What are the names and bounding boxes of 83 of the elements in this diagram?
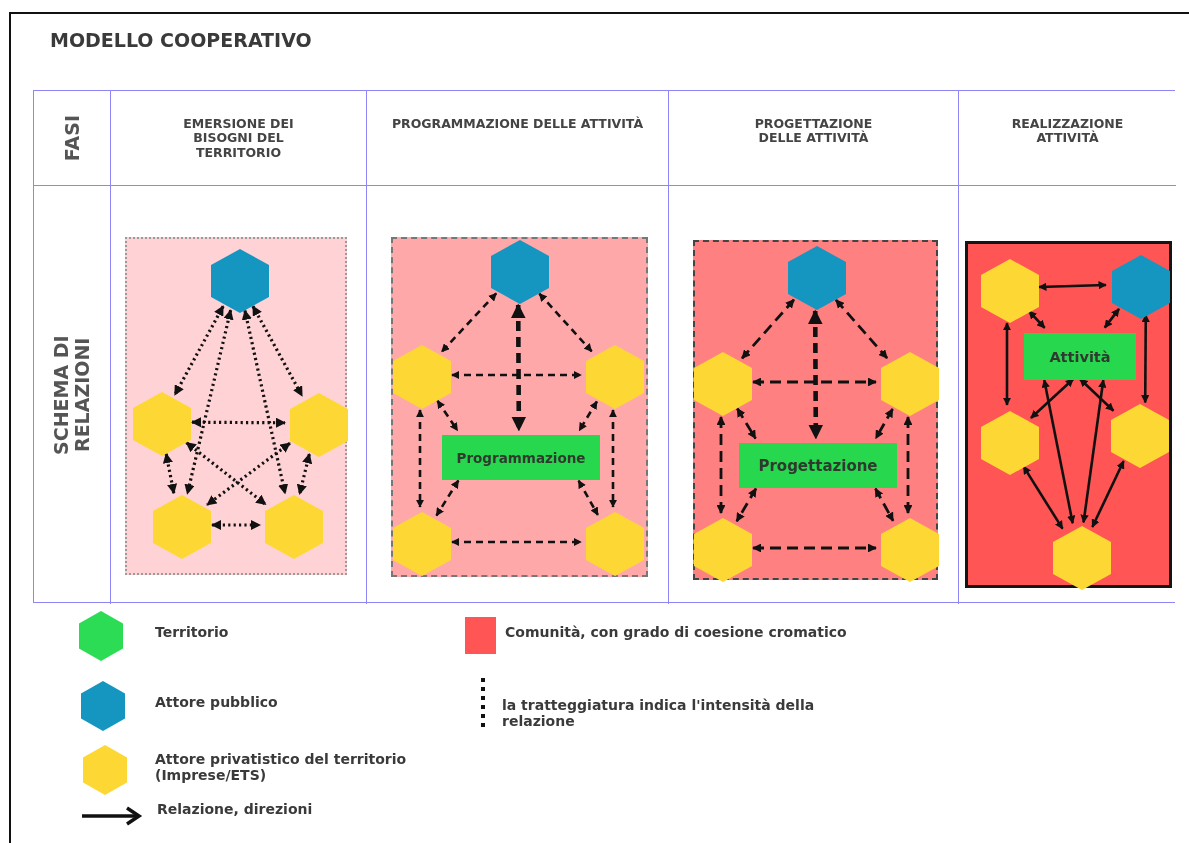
double-arrow bbox=[510, 303, 527, 432]
diagram-title: MODELLO COOPERATIVO bbox=[50, 29, 312, 51]
double-arrow bbox=[1079, 378, 1115, 412]
double-arrow bbox=[741, 298, 795, 360]
double-arrow bbox=[415, 409, 425, 508]
double-arrow bbox=[736, 407, 757, 440]
hexagon-node bbox=[694, 352, 752, 416]
double-arrow bbox=[1080, 379, 1107, 524]
hexagon-node bbox=[1112, 255, 1170, 319]
double-arrow bbox=[608, 409, 618, 508]
hexagon-node bbox=[981, 411, 1039, 475]
double-arrow bbox=[874, 408, 894, 440]
double-arrow bbox=[184, 309, 234, 495]
hexagon-node bbox=[153, 495, 211, 559]
double-arrow bbox=[1091, 460, 1125, 528]
double-arrow bbox=[752, 543, 877, 553]
hexagon-node bbox=[491, 240, 549, 304]
double-arrow bbox=[807, 309, 824, 440]
double-arrow bbox=[752, 377, 877, 387]
hexagon-node bbox=[694, 518, 752, 582]
legend-text: Comunità, con grado di coesione cromatico bbox=[505, 624, 848, 641]
double-arrow bbox=[241, 309, 289, 495]
hexagon-node bbox=[290, 393, 348, 457]
double-arrow bbox=[211, 519, 261, 531]
double-arrow bbox=[1030, 378, 1075, 419]
hexagon-node bbox=[881, 352, 939, 416]
double-arrow bbox=[162, 452, 178, 495]
community-panel bbox=[965, 241, 1172, 588]
hexagon-node bbox=[393, 345, 451, 409]
hexagon-node bbox=[586, 345, 644, 409]
column-header: REALIZZAZIONE ATTIVITÀ bbox=[1010, 117, 1125, 146]
double-arrow bbox=[1041, 379, 1076, 525]
double-arrow bbox=[577, 479, 599, 516]
double-arrow bbox=[451, 370, 582, 380]
phase-box: Programmazione bbox=[442, 435, 600, 480]
double-arrow bbox=[538, 292, 593, 353]
double-arrow bbox=[578, 400, 598, 432]
double-arrow bbox=[1002, 322, 1012, 406]
phase-box: Progettazione bbox=[739, 443, 897, 488]
legend-text: Attore pubblico bbox=[155, 694, 279, 711]
double-arrow bbox=[296, 453, 313, 495]
community-panel bbox=[693, 240, 938, 580]
row-header: SCHEMA DI RELAZIONI bbox=[51, 334, 93, 457]
hexagon-node bbox=[788, 246, 846, 310]
hexagon-node bbox=[265, 495, 323, 559]
hexagon-node bbox=[393, 512, 451, 576]
hexagon-node bbox=[586, 512, 644, 576]
double-arrow bbox=[436, 400, 459, 432]
double-arrow bbox=[185, 441, 267, 506]
hexagon-node bbox=[211, 249, 269, 313]
double-arrow bbox=[1028, 310, 1046, 329]
double-arrow bbox=[191, 417, 286, 428]
hexagon-node bbox=[1111, 404, 1169, 468]
legend-text: Territorio bbox=[155, 624, 230, 641]
row-header: FASI bbox=[61, 114, 83, 162]
legend-text: la tratteggiatura indica l'intensità della relazione bbox=[502, 697, 816, 730]
hexagon-node bbox=[1053, 526, 1111, 590]
column-header: EMERSIONE DEI BISOGNI DEL TERRITORIO bbox=[182, 117, 295, 161]
column-header: PROGETTAZIONE DELLE ATTIVITÀ bbox=[753, 117, 874, 146]
hexagon-node bbox=[133, 392, 191, 456]
legend-text: Relazione, direzioni bbox=[157, 801, 314, 818]
double-arrow bbox=[874, 487, 895, 522]
double-arrow bbox=[903, 416, 913, 514]
double-arrow bbox=[435, 479, 460, 517]
hexagon-node bbox=[981, 259, 1039, 323]
column-header: PROGRAMMAZIONE DELLE ATTIVITÀ bbox=[391, 117, 644, 132]
double-arrow bbox=[735, 487, 758, 523]
double-arrow bbox=[1103, 308, 1121, 329]
double-arrow bbox=[251, 305, 304, 397]
community-panel bbox=[391, 237, 648, 577]
double-arrow bbox=[440, 292, 498, 353]
double-arrow bbox=[1022, 465, 1064, 530]
double-arrow bbox=[173, 305, 225, 396]
double-arrow bbox=[1038, 281, 1107, 291]
double-arrow bbox=[1141, 313, 1150, 404]
double-arrow bbox=[716, 416, 726, 514]
phase-box: Attività bbox=[1024, 333, 1136, 380]
community-panel bbox=[125, 237, 347, 575]
hexagon-node bbox=[881, 518, 939, 582]
legend-text: Attore privatistico del territorio (Imprese/ETS) bbox=[155, 751, 408, 784]
double-arrow bbox=[834, 298, 889, 360]
double-arrow bbox=[451, 537, 582, 547]
double-arrow bbox=[206, 441, 291, 507]
